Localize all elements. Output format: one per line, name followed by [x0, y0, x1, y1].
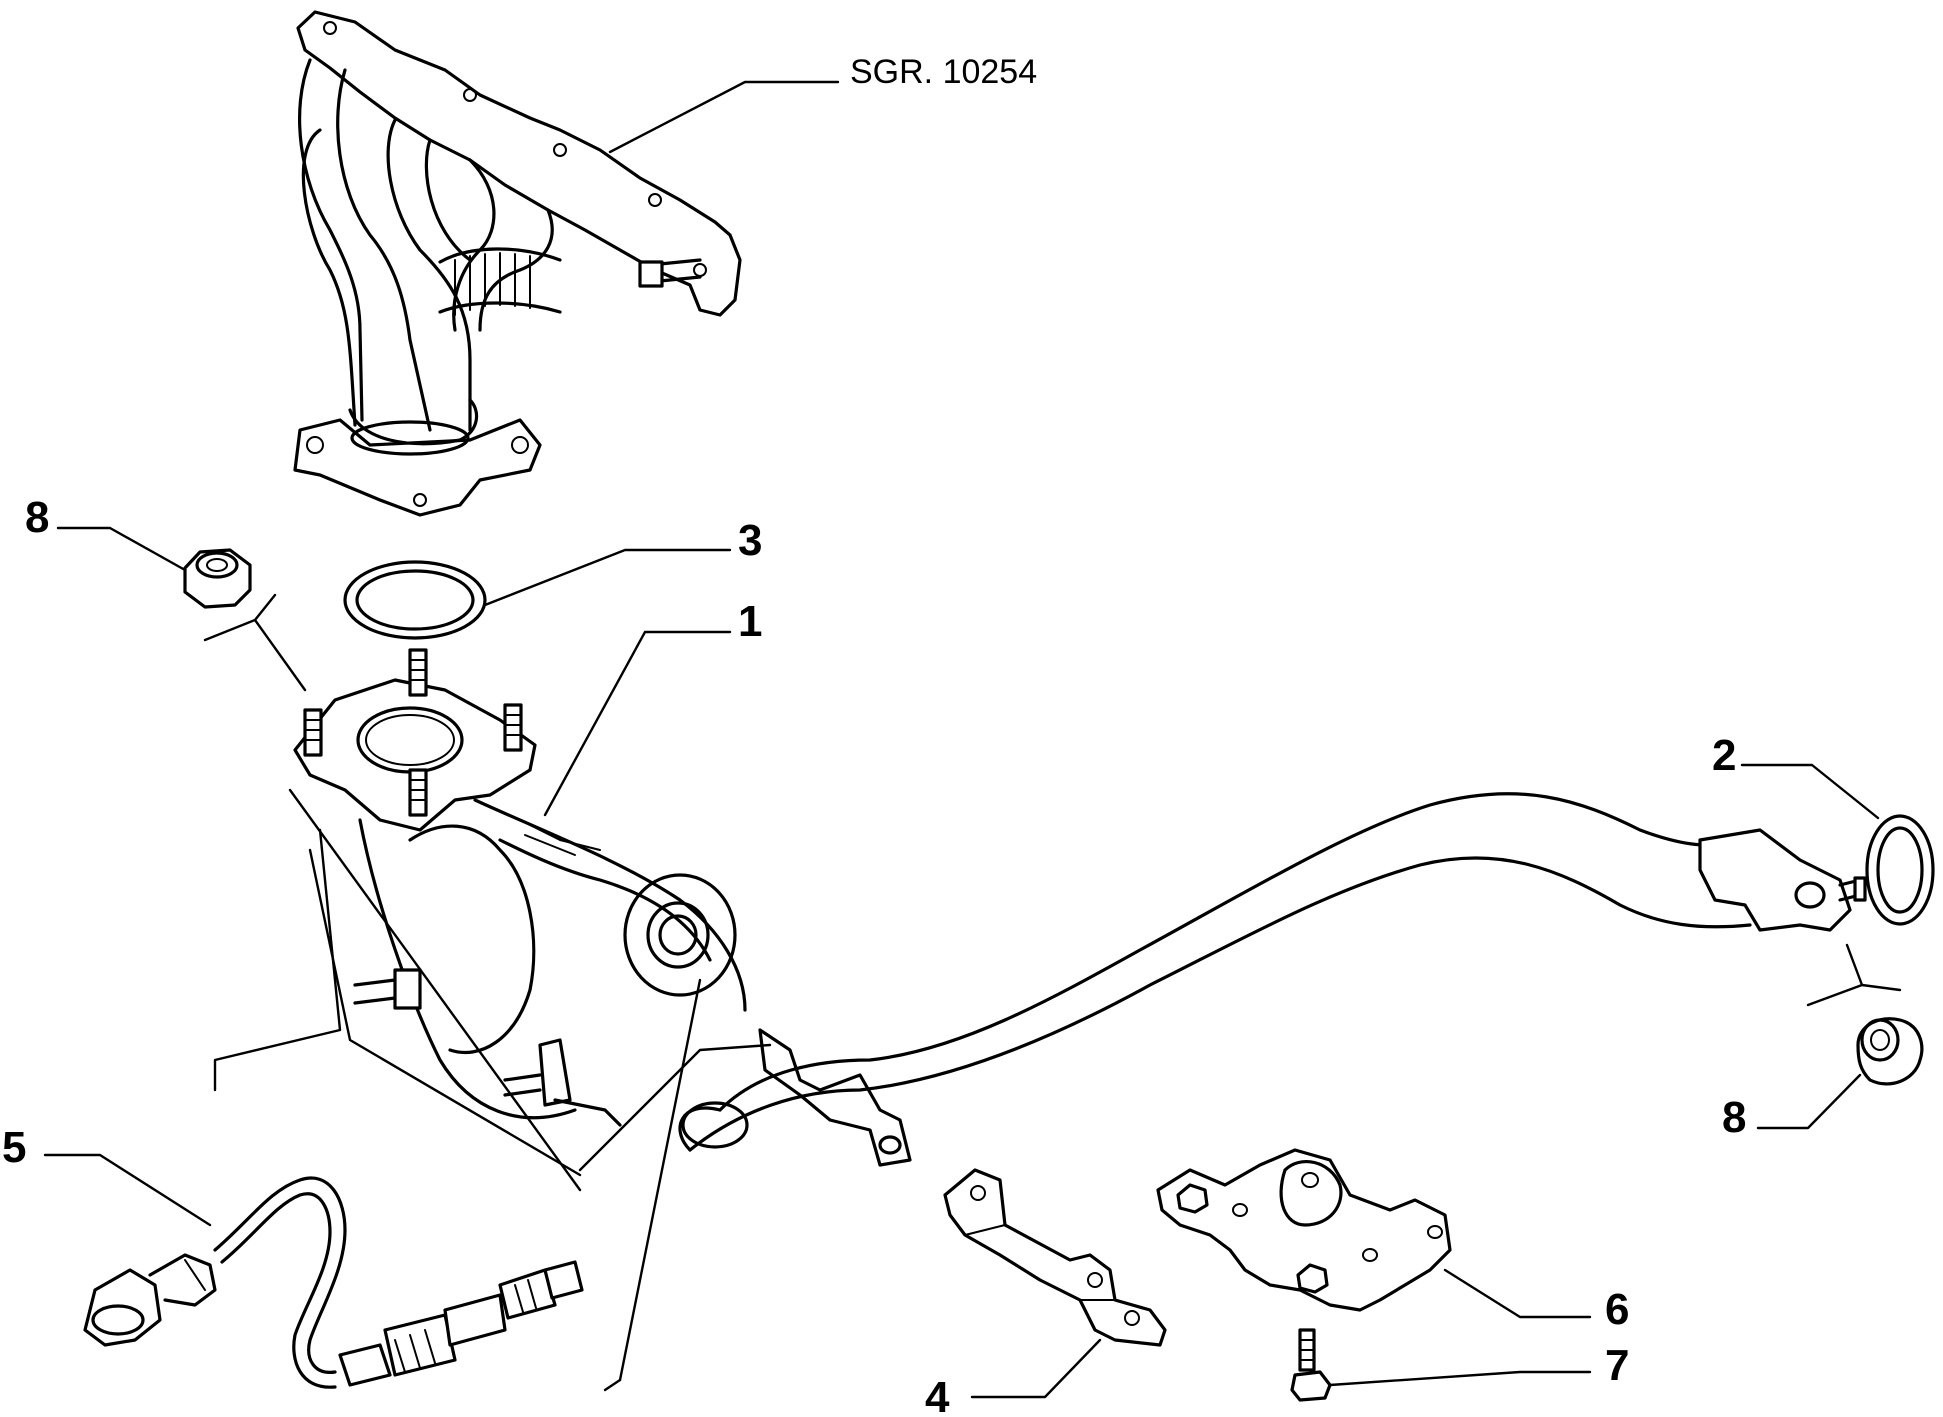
callout-1: 1 [738, 597, 762, 646]
callout-8-rear: 8 [1722, 1093, 1746, 1142]
labels: SGR. 10254 1 2 3 4 5 6 7 8 8 [2, 53, 1746, 1417]
rear-nut-drawing [1806, 943, 1924, 1086]
callout-3: 3 [738, 516, 762, 565]
rear-gasket-drawing [1865, 814, 1935, 926]
exhaust-manifold-drawing [293, 10, 742, 517]
reference-label: SGR. 10254 [850, 53, 1037, 91]
bracket-drawing [943, 1168, 1167, 1347]
callout-4: 4 [925, 1373, 950, 1417]
support-plate-drawing [1156, 1148, 1452, 1312]
bolt-drawing [1290, 1328, 1332, 1402]
lambda-sensor-drawing [83, 1176, 584, 1389]
front-gasket-drawing [343, 560, 487, 640]
callout-2: 2 [1712, 731, 1736, 780]
catalytic-converter-drawing [293, 648, 1867, 1167]
callout-5: 5 [2, 1123, 26, 1172]
front-nut-drawing [183, 548, 307, 692]
callout-7: 7 [1605, 1341, 1629, 1390]
leader-lines [43, 80, 1880, 1399]
callout-6: 6 [1605, 1285, 1629, 1334]
callout-8-front: 8 [25, 493, 49, 542]
